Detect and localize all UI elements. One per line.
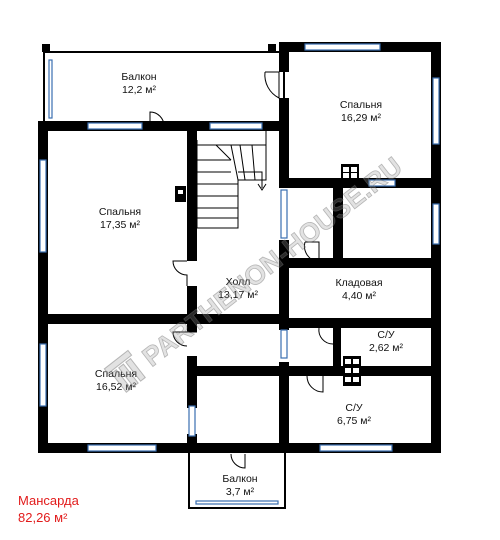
floor-name: Мансарда bbox=[18, 493, 79, 508]
window bbox=[188, 405, 196, 437]
room-area: 6,75 м² bbox=[337, 415, 372, 427]
window bbox=[280, 189, 288, 239]
wall-partition bbox=[187, 286, 197, 332]
door-swing bbox=[304, 241, 320, 263]
window bbox=[39, 159, 47, 253]
watermark-logo-icon bbox=[103, 349, 146, 393]
room-name: Балкон bbox=[222, 473, 257, 485]
door-swing bbox=[172, 331, 197, 347]
room-area: 13,17 м² bbox=[218, 289, 258, 301]
wall-partition bbox=[333, 324, 341, 372]
window bbox=[432, 203, 440, 245]
room-name: С/У bbox=[377, 329, 395, 341]
door-swing bbox=[172, 260, 188, 286]
balcony-front-opening bbox=[195, 500, 279, 505]
doors bbox=[149, 71, 334, 469]
windows bbox=[39, 43, 440, 452]
room-area: 16,52 м² bbox=[96, 381, 136, 393]
wall-partition bbox=[279, 42, 289, 72]
stair-arrow bbox=[238, 171, 263, 188]
floor-caption: Мансарда 82,26 м² bbox=[18, 492, 79, 526]
room-name: Спальня bbox=[340, 99, 382, 111]
window bbox=[368, 179, 396, 187]
window bbox=[209, 122, 263, 130]
wall-partition bbox=[279, 98, 289, 182]
room-area: 17,35 м² bbox=[100, 219, 140, 231]
stair-arrowhead bbox=[257, 183, 267, 191]
room-name: Холл bbox=[226, 276, 251, 288]
room-area: 12,2 м² bbox=[122, 84, 157, 96]
window bbox=[432, 77, 440, 145]
watermark: PARTHENON-HOUSE.RU bbox=[103, 151, 408, 393]
corner-post bbox=[42, 44, 50, 52]
window bbox=[87, 444, 157, 452]
door-swing bbox=[318, 327, 334, 345]
wall-partition bbox=[279, 362, 289, 450]
wall-partition bbox=[187, 121, 197, 261]
window bbox=[304, 43, 381, 51]
room-area: 4,40 м² bbox=[342, 290, 377, 302]
wall-partition bbox=[187, 356, 197, 408]
wall-partition bbox=[333, 182, 343, 260]
staircase bbox=[196, 131, 267, 229]
room-area: 16,29 м² bbox=[341, 112, 381, 124]
wall-left bbox=[38, 121, 48, 453]
door-swing bbox=[149, 111, 165, 127]
wall-right bbox=[431, 42, 441, 453]
wall-partition bbox=[187, 366, 441, 376]
wall-partition bbox=[38, 314, 197, 324]
room-name: Спальня bbox=[99, 206, 141, 218]
door-swing bbox=[306, 375, 324, 393]
door-swing bbox=[264, 71, 280, 99]
floor-area: 82,26 м² bbox=[18, 510, 68, 525]
wall-partition bbox=[187, 434, 197, 448]
wall-partition bbox=[279, 178, 441, 188]
fixtures bbox=[175, 164, 361, 386]
room-name: С/У bbox=[345, 402, 363, 414]
balcony-side-opening bbox=[48, 59, 53, 119]
wall-partition bbox=[279, 240, 289, 330]
wall-bottom bbox=[38, 443, 441, 453]
room-area: 2,62 м² bbox=[369, 342, 404, 354]
window bbox=[319, 444, 393, 452]
room-name: Спальня bbox=[95, 368, 137, 380]
room-name: Балкон bbox=[121, 71, 156, 83]
room-name: Кладовая bbox=[335, 277, 382, 289]
wall-partition bbox=[279, 258, 441, 268]
door-swing bbox=[230, 453, 246, 469]
window bbox=[87, 122, 143, 130]
room-area: 3,7 м² bbox=[226, 486, 255, 498]
upper-balcony-railing bbox=[43, 51, 285, 127]
stair-outline bbox=[196, 131, 267, 229]
corner-post bbox=[268, 44, 276, 52]
window bbox=[280, 329, 288, 359]
wall-partition bbox=[197, 314, 289, 324]
wall-partition bbox=[279, 318, 441, 328]
walls bbox=[38, 42, 441, 453]
window bbox=[39, 343, 47, 407]
room-labels: Балкон 12,2 м² Спальня 16,29 м² Спальня … bbox=[95, 71, 404, 498]
